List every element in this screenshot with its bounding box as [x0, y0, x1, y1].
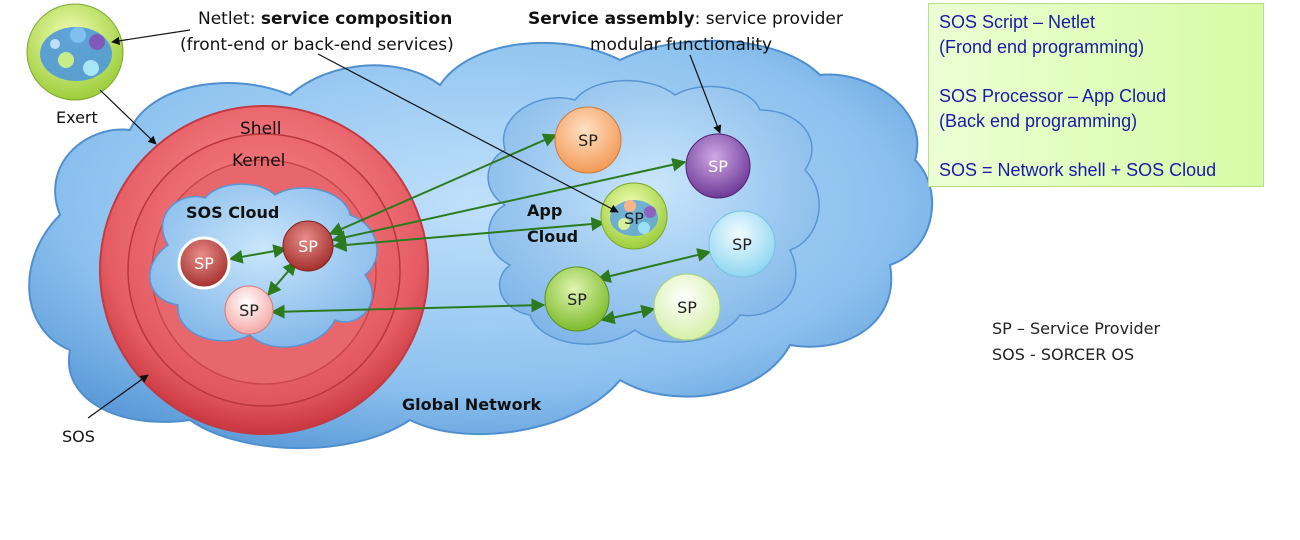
exert-label: Exert: [56, 108, 98, 127]
exert-icon: [26, 3, 124, 101]
legend-line: SOS Script – Netlet: [939, 12, 1096, 32]
sp-label: SP: [239, 301, 259, 320]
sp-node-netlet: SP: [600, 182, 668, 250]
legend-entry: SOS Script – Netlet (Frond end programmi…: [939, 10, 1263, 60]
arrow-sos-sp-to-red-sp: [228, 244, 288, 264]
sp-node-darkred: SP: [282, 220, 334, 272]
sp-node-green: SP: [544, 266, 610, 332]
arrow-assembly-to-purple-sp: [689, 54, 722, 134]
sp-label: SP: [567, 290, 587, 309]
app-cloud-label-line2: Cloud: [527, 227, 578, 246]
arrow-pink-sp-to-green-sp: [270, 298, 546, 319]
legend-box: SOS Script – Netlet (Frond end programmi…: [928, 3, 1264, 187]
global-network-label: Global Network: [402, 395, 541, 414]
sp-node-orange: SP: [554, 106, 622, 174]
connections: [228, 133, 712, 325]
arrow-sos-sp-to-pink-sp: [267, 260, 297, 297]
arrow-green-sp-to-cyan-sp: [596, 248, 712, 283]
abbreviation-item: SOS - SORCER OS: [992, 345, 1135, 364]
legend-line: (Back end programming): [939, 111, 1138, 131]
sp-label: SP: [708, 157, 728, 176]
arrow-sos-label: [87, 374, 149, 419]
arrow-sos-sp-to-netlet-sp: [332, 217, 606, 252]
sp-label: SP: [677, 298, 697, 317]
sp-node-purple: SP: [685, 133, 751, 199]
sp-node-red-outlined: SP: [177, 236, 231, 290]
sp-node-cyan: SP: [708, 210, 776, 278]
legend-entry: SOS Processor – App Cloud (Back end prog…: [939, 84, 1263, 134]
sp-label: SP: [624, 209, 644, 228]
kernel-label: Kernel: [232, 151, 285, 171]
sp-node-lightgreen: SP: [653, 273, 721, 341]
arrow-green-sp-to-lightgreen-sp: [600, 304, 656, 325]
legend-line: (Frond end programming): [939, 37, 1145, 57]
sos-cloud-label: SOS Cloud: [186, 203, 279, 222]
sp-label: SP: [578, 131, 598, 150]
legend-line: SOS = Network shell + SOS Cloud: [939, 160, 1217, 180]
sos-label: SOS: [62, 427, 95, 446]
assembly-caption-line2: modular functionality: [590, 35, 772, 55]
abbreviation-item: SP – Service Provider: [992, 319, 1161, 338]
arrow-exert-to-shell: [99, 89, 157, 145]
arrow-netlet-to-app-cloud: [317, 53, 619, 213]
shell-label: Shell: [240, 119, 281, 139]
annotation-arrows: [87, 29, 722, 419]
app-cloud-label-line1: App: [527, 201, 562, 220]
sp-node-pink: SP: [224, 285, 274, 335]
sp-label: SP: [298, 237, 318, 256]
netlet-caption-line1: Netlet: service composition: [198, 9, 452, 29]
abbreviation-list: SP – Service Provider SOS - SORCER OS: [992, 316, 1160, 368]
legend-line: SOS Processor – App Cloud: [939, 86, 1167, 106]
netlet-caption-line2: (front-end or back-end services): [180, 35, 454, 55]
assembly-caption-line1: Service assembly: service provider: [528, 9, 843, 29]
legend-entry: SOS = Network shell + SOS Cloud: [939, 158, 1263, 183]
arrow-netlet-to-exert: [111, 29, 191, 46]
sp-label: SP: [732, 235, 752, 254]
sp-label: SP: [194, 254, 214, 273]
